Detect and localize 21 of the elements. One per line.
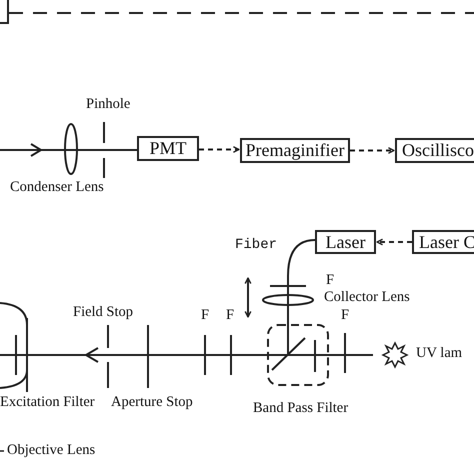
part-label: Pinhole [86, 97, 130, 113]
part-label: Aperture Stop [111, 395, 193, 411]
part-label: Collector Lens [324, 290, 410, 306]
dashed-arrow [199, 146, 240, 153]
instrument-box: PMT [137, 136, 199, 161]
instrument-box: Premaginifier [240, 138, 350, 163]
instrument-box: Oscillisco [395, 138, 474, 163]
part-label: F [226, 308, 234, 324]
part-label: Excitation Filter [0, 395, 95, 411]
dashed-arrow [376, 238, 412, 246]
part-label: Fiber [235, 238, 278, 254]
part-label: Field Stop [73, 305, 134, 321]
part-label: Condenser Lens [10, 180, 104, 196]
dashed-arrow [350, 147, 395, 154]
part-label: F [326, 273, 334, 289]
part-label: F [201, 308, 210, 324]
part-label: Objective Lens [7, 443, 96, 459]
part-label: UV lam [416, 346, 462, 362]
part-label: Band Pass Filter [253, 401, 348, 417]
instrument-box: Laser [315, 230, 376, 254]
part-label: F [341, 308, 350, 324]
